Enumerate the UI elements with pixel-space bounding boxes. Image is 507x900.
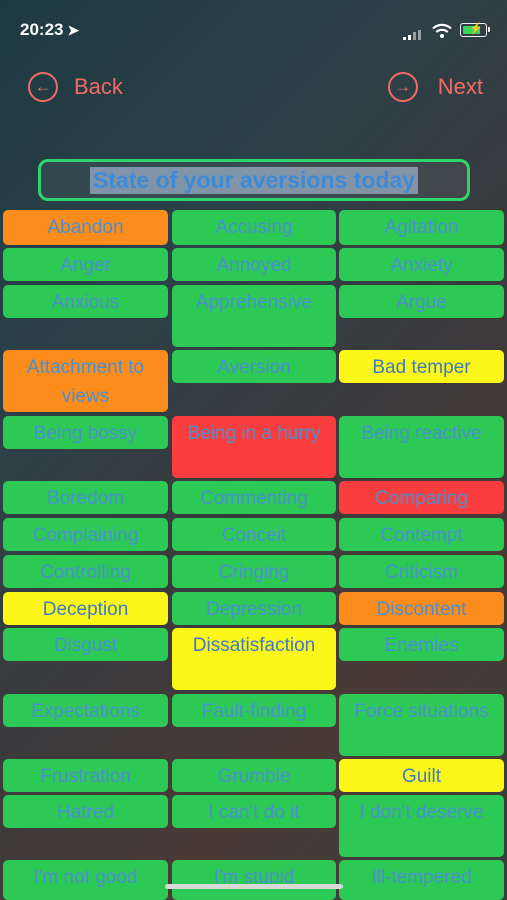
- aversion-button[interactable]: Bad temper: [339, 350, 504, 383]
- aversion-button[interactable]: Depression: [172, 592, 336, 625]
- aversion-button[interactable]: Aversion: [172, 350, 336, 383]
- aversion-button[interactable]: Anger: [3, 248, 168, 281]
- next-button[interactable]: → Next: [387, 70, 483, 104]
- aversion-button[interactable]: Dissatisfaction: [172, 628, 336, 690]
- back-button[interactable]: ← Back: [28, 70, 123, 104]
- aversion-button[interactable]: Boredom: [3, 481, 168, 514]
- aversion-button[interactable]: Agitation: [339, 210, 504, 245]
- aversion-button[interactable]: Contempt: [339, 518, 504, 551]
- wifi-icon: [432, 23, 452, 38]
- page-title: State of your aversions today: [89, 166, 419, 194]
- back-label: Back: [74, 74, 123, 99]
- arrow-right-circle-icon: →: [387, 72, 418, 102]
- aversion-button[interactable]: Grumble: [172, 759, 336, 792]
- aversion-button[interactable]: Attachment to views: [3, 350, 168, 412]
- aversion-button[interactable]: Fault-finding: [172, 694, 336, 727]
- aversion-button[interactable]: Apprehensive: [172, 285, 336, 347]
- status-bar: 20:23➤ ⚡: [0, 0, 507, 60]
- aversion-button[interactable]: Guilt: [339, 759, 504, 792]
- aversion-button[interactable]: I'm not good: [3, 860, 168, 900]
- aversion-button[interactable]: Conceit: [172, 518, 336, 551]
- aversion-button[interactable]: Criticism: [339, 555, 504, 588]
- aversion-button[interactable]: Deception: [3, 592, 168, 625]
- battery-charging-icon: ⚡: [460, 23, 490, 37]
- aversion-button[interactable]: Controlling: [3, 555, 168, 588]
- aversion-button[interactable]: Ill-tempered: [339, 860, 504, 900]
- aversion-button[interactable]: Discontent: [339, 592, 504, 625]
- signal-icon: [403, 30, 425, 40]
- page-title-box: State of your aversions today: [38, 159, 470, 201]
- aversion-button[interactable]: Abandon: [3, 210, 168, 245]
- aversion-button[interactable]: Commenting: [172, 481, 336, 514]
- aversion-button[interactable]: Anxious: [3, 285, 168, 318]
- aversion-button[interactable]: Expectations: [3, 694, 168, 727]
- aversion-button[interactable]: Comparing: [339, 481, 504, 514]
- home-indicator[interactable]: [165, 884, 343, 889]
- aversion-button[interactable]: I don't deserve: [339, 795, 504, 857]
- aversion-button[interactable]: Frustration: [3, 759, 168, 792]
- aversion-button[interactable]: Being bossy: [3, 416, 168, 449]
- aversion-button[interactable]: Accusing: [172, 210, 336, 245]
- aversion-button[interactable]: Being in a hurry: [172, 416, 336, 478]
- arrow-left-circle-icon: ←: [28, 72, 58, 102]
- aversion-button[interactable]: Anxiety: [339, 248, 504, 281]
- aversion-button[interactable]: I'm stupid: [172, 860, 336, 900]
- aversion-button[interactable]: Enemies: [339, 628, 504, 661]
- aversion-button[interactable]: I can't do it: [172, 795, 336, 828]
- aversion-button[interactable]: Disgust: [3, 628, 168, 661]
- aversion-button[interactable]: Annoyed: [172, 248, 336, 281]
- aversion-button[interactable]: Argue: [339, 285, 504, 318]
- status-time: 20:23➤: [20, 20, 80, 39]
- aversion-button[interactable]: Force situations: [339, 694, 504, 756]
- aversion-button[interactable]: Being reactive: [339, 416, 504, 478]
- next-label: Next: [437, 74, 483, 99]
- aversion-button[interactable]: Complaining: [3, 518, 168, 551]
- location-arrow-icon: ➤: [67, 22, 80, 38]
- aversion-button[interactable]: Hatred: [3, 795, 168, 828]
- aversion-button[interactable]: Cringing: [172, 555, 336, 588]
